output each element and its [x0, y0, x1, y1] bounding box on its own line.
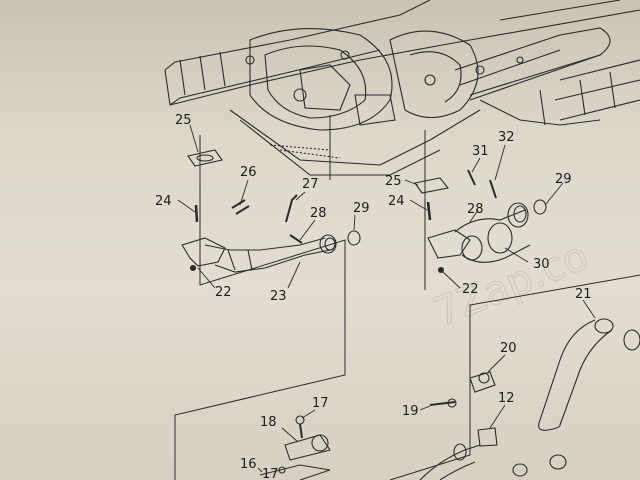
callout-25-right: 25 [385, 174, 402, 189]
bolt-19 [429, 401, 456, 406]
stud-24-left [194, 204, 199, 223]
pipe-21-top [539, 319, 596, 421]
callout-22-right: 22 [462, 282, 479, 297]
engine-frame-assembly [164, 0, 640, 176]
watermark-text: 7Zap.co [427, 233, 594, 336]
callout-23: 23 [270, 289, 287, 304]
callout-24-right: 24 [388, 194, 405, 209]
callout-28-left: 28 [310, 206, 327, 221]
callout-31: 31 [472, 144, 489, 159]
callout-27: 27 [302, 177, 319, 192]
callout-17-upper: 17 [312, 396, 329, 411]
pipe-23-bottom [214, 249, 331, 273]
callout-16: 16 [240, 457, 257, 472]
left-exhaust-parts [181, 149, 361, 273]
callout-30: 30 [533, 257, 550, 272]
group-boundary-lines [174, 115, 640, 480]
callout-21: 21 [575, 287, 592, 302]
clamp-12 [477, 427, 498, 447]
pipe-16 [259, 464, 331, 480]
hanger-18 [284, 434, 331, 461]
seal-29-right [533, 199, 547, 215]
callout-18: 18 [260, 415, 277, 430]
pipe-23-top [204, 237, 326, 251]
callout-20: 20 [500, 341, 517, 356]
callout-28-right: 28 [467, 202, 484, 217]
seal-29-left [347, 230, 361, 246]
converter-30-body [461, 235, 483, 261]
gasket-25-left [187, 149, 223, 167]
callout-labels: 25 26 24 27 28 29 22 23 31 32 25 24 28 2… [155, 113, 592, 480]
callout-26: 26 [240, 165, 257, 180]
stud-24-right [426, 201, 432, 221]
callout-17-lower: 17 [262, 467, 279, 480]
callout-29-right: 29 [555, 172, 572, 187]
callout-25-left: 25 [175, 113, 192, 128]
callout-19: 19 [402, 404, 419, 419]
gasket-25-right [414, 177, 449, 194]
callout-29-left: 29 [353, 201, 370, 216]
lower-exhaust-parts [259, 318, 640, 480]
callout-32: 32 [498, 130, 515, 145]
o2-sensor-26 [231, 199, 250, 215]
right-exhaust-parts [414, 169, 547, 274]
callout-22-left: 22 [215, 285, 232, 300]
callout-12: 12 [498, 391, 515, 406]
leader-lines [177, 124, 596, 473]
o2-sensor-27 [285, 194, 298, 223]
callout-24-left: 24 [155, 194, 172, 209]
bracket-20 [469, 371, 496, 393]
flange-22-right [427, 229, 471, 259]
flange-22-left [181, 237, 226, 267]
pipe-21-bottom [559, 329, 613, 426]
sensors-31-32 [467, 169, 497, 199]
